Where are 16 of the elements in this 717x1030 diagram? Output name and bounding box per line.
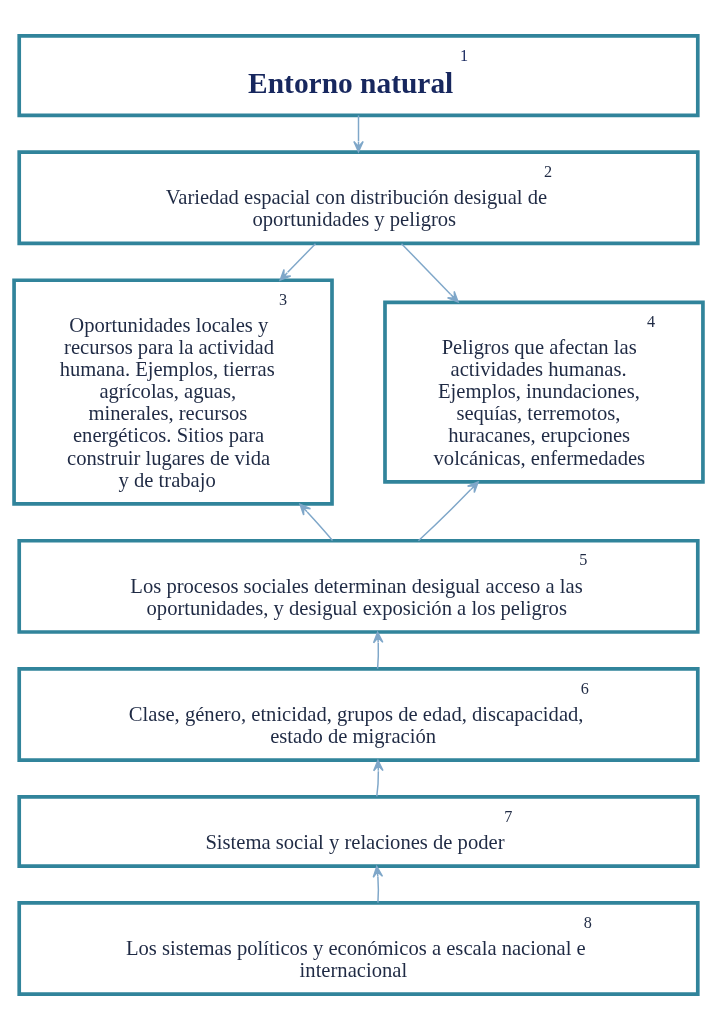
node-box: 2 Variedad espacial con distribución desigual de oportunidades y peligros [17,150,700,246]
node-box: 7 Sistema social y relaciones de poder [17,795,700,868]
node-box: 8 Los sistemas políticos y económicos a escala nacional e internacional [17,901,700,996]
node-box: 1 Entorno natural [17,34,700,118]
node-box: 4 Peligros que afectan las actividades humanas. Ejemplos, inundaciones, sequías, terremotos, huracanes, erupciones volcánicas, enfermedades [383,300,705,484]
arrow [400,242,459,303]
arrow [299,503,334,542]
arrow [353,114,364,153]
arrow [279,242,317,281]
arrow [372,759,384,798]
node-box: 3 Oportunidades locales y recursos para la actividad humana. Ejemplos, tierras agrícolas, aguas, minerales, recursos energéticos. Sitios para construir lugares de vida y de trabajo [12,278,334,506]
arrow [417,481,479,542]
arrow [372,631,384,670]
node-box: 6 Clase, género, etnicidad, grupos de edad, discapacidad, estado de migración [17,667,700,762]
arrow [372,865,384,904]
node-box: 5 Los procesos sociales determinan desigual acceso a las oportunidades, y desigual exposición a los peligros [17,538,700,634]
